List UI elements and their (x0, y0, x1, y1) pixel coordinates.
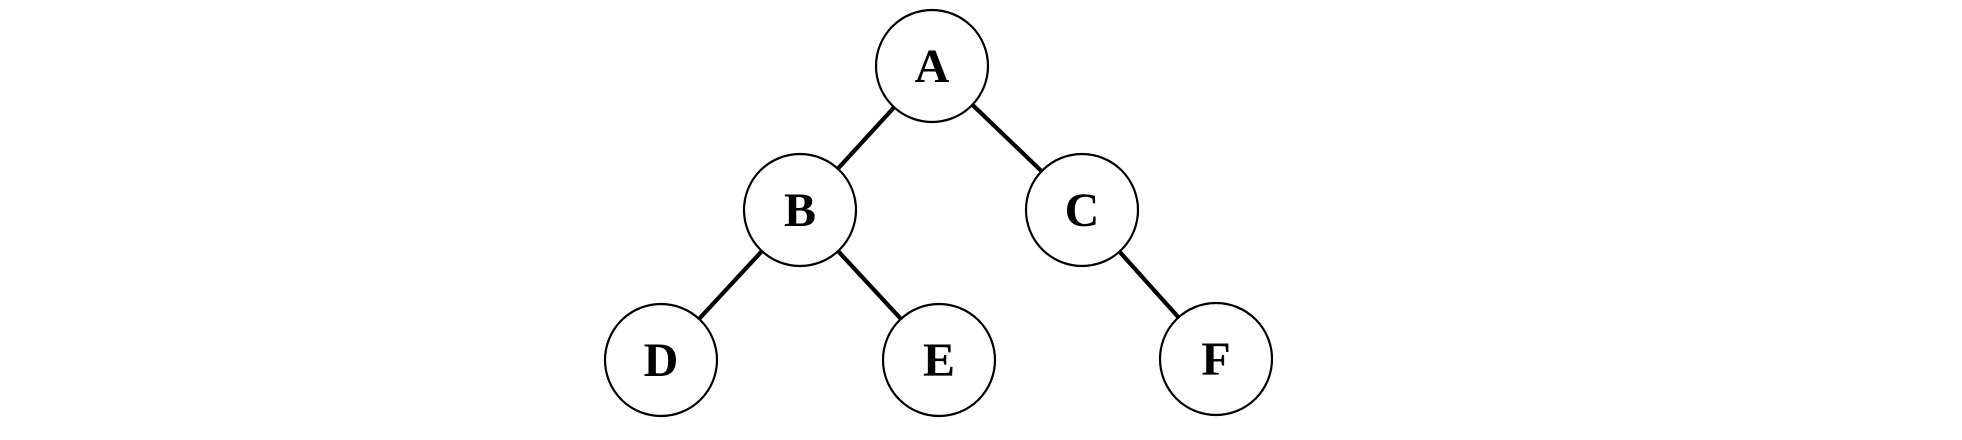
node-circle-D (603, 302, 719, 418)
node-circle-A (874, 8, 990, 124)
tree-node-B: B (742, 152, 858, 268)
tree-node-C: C (1024, 152, 1140, 268)
node-circle-B (742, 152, 858, 268)
node-label-F: F (1201, 333, 1230, 386)
node-circle-F (1158, 301, 1274, 417)
tree-node-D: D (603, 302, 719, 418)
node-label-C: C (1065, 184, 1100, 237)
tree-node-E: E (881, 302, 997, 418)
node-label-A: A (915, 40, 950, 93)
tree-node-F: F (1158, 301, 1274, 417)
node-circle-C (1024, 152, 1140, 268)
tree-node-A: A (874, 8, 990, 124)
node-circle-E (881, 302, 997, 418)
node-label-D: D (644, 334, 679, 387)
node-label-B: B (784, 184, 816, 237)
node-label-E: E (923, 334, 955, 387)
tree-nodes-layer: A B C D E F (603, 8, 1274, 418)
